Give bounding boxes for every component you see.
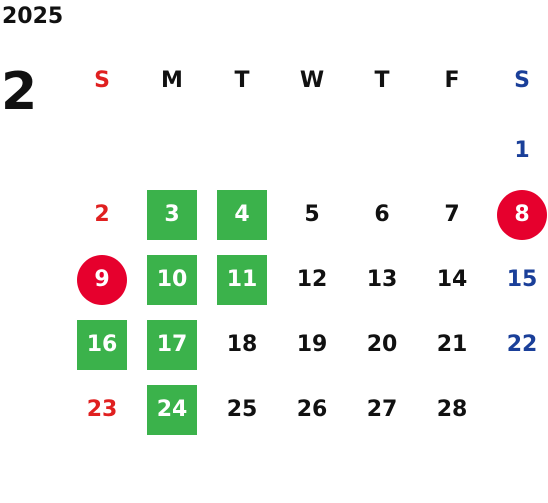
day-cell-28[interactable]: 28: [436, 397, 468, 422]
year-label: 2025: [2, 4, 64, 29]
day-cell-23[interactable]: 23: [86, 397, 118, 422]
day-cell-21[interactable]: 21: [436, 332, 468, 357]
day-cell-12[interactable]: 12: [296, 267, 328, 292]
day-cell-20[interactable]: 20: [366, 332, 398, 357]
day-cell-16[interactable]: 16: [77, 320, 127, 370]
day-cell-15[interactable]: 15: [506, 267, 538, 292]
day-cell-14[interactable]: 14: [436, 267, 468, 292]
day-cell-10[interactable]: 10: [147, 255, 197, 305]
weekday-header: S: [514, 68, 530, 93]
day-cell-22[interactable]: 22: [506, 332, 538, 357]
day-cell-4[interactable]: 4: [217, 190, 267, 240]
day-cell-1[interactable]: 1: [514, 138, 530, 163]
weekday-header: F: [444, 68, 460, 93]
month-label: 2: [1, 62, 38, 122]
day-cell-17[interactable]: 17: [147, 320, 197, 370]
day-cell-18[interactable]: 18: [226, 332, 258, 357]
day-cell-2[interactable]: 2: [94, 202, 110, 227]
day-cell-3[interactable]: 3: [147, 190, 197, 240]
day-cell-9[interactable]: 9: [77, 255, 127, 305]
day-cell-25[interactable]: 25: [226, 397, 258, 422]
day-cell-24[interactable]: 24: [147, 385, 197, 435]
day-cell-19[interactable]: 19: [296, 332, 328, 357]
day-cell-27[interactable]: 27: [366, 397, 398, 422]
weekday-header: M: [161, 68, 183, 93]
weekday-header: T: [374, 68, 390, 93]
day-cell-7[interactable]: 7: [444, 202, 460, 227]
weekday-header: W: [299, 68, 325, 93]
day-cell-6[interactable]: 6: [374, 202, 390, 227]
day-cell-5[interactable]: 5: [304, 202, 320, 227]
day-cell-26[interactable]: 26: [296, 397, 328, 422]
weekday-header: S: [94, 68, 110, 93]
day-cell-8[interactable]: 8: [497, 190, 547, 240]
day-cell-13[interactable]: 13: [366, 267, 398, 292]
day-cell-11[interactable]: 11: [217, 255, 267, 305]
weekday-header: T: [234, 68, 250, 93]
